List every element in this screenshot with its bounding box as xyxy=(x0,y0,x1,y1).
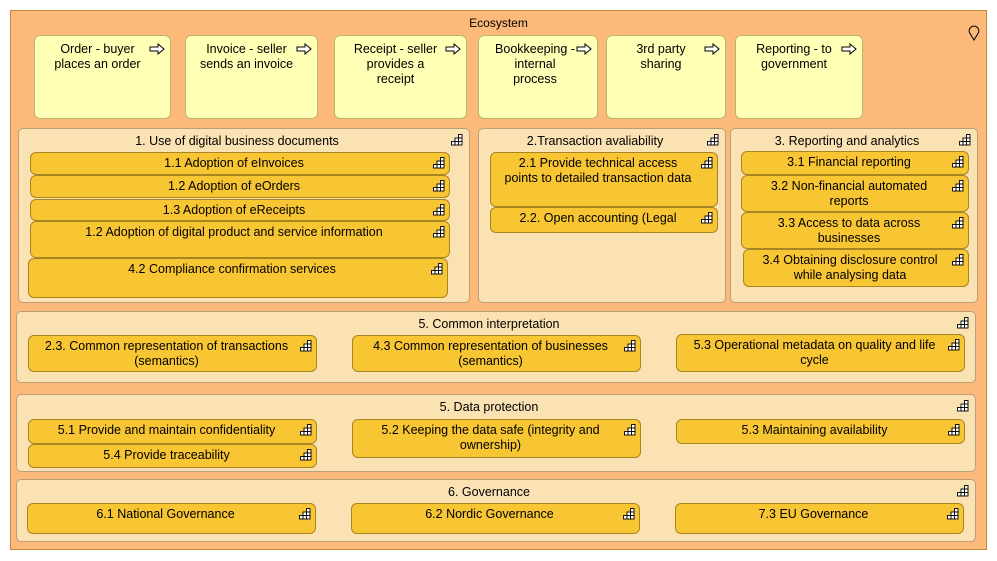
ecosystem-title: Ecosystem xyxy=(469,16,528,30)
group-title: 1. Use of digital business documents xyxy=(135,134,339,148)
process-reporting[interactable]: Reporting - to government xyxy=(735,35,863,119)
function-item[interactable]: 3.4 Obtaining disclosure control while a… xyxy=(743,249,969,287)
function-label: 5.2 Keeping the data safe (integrity and… xyxy=(381,423,600,452)
function-icon xyxy=(299,424,312,436)
group-title: 5. Common interpretation xyxy=(418,317,560,331)
function-label: 2.3. Common representation of transactio… xyxy=(44,339,289,368)
function-item[interactable]: 2.3. Common representation of transactio… xyxy=(28,335,317,372)
function-icon xyxy=(951,156,964,168)
function-icon xyxy=(947,424,960,436)
function-icon xyxy=(956,317,969,329)
function-icon xyxy=(622,508,635,520)
process-label: Order - buyer places an order xyxy=(54,42,141,71)
process-label: Bookkeeping - internal process xyxy=(495,42,575,86)
group-title: 6. Governance xyxy=(448,485,530,499)
function-item[interactable]: 5.4 Provide traceability xyxy=(28,444,317,468)
function-item[interactable]: 4.3 Common representation of businesses … xyxy=(352,335,641,372)
process-arrow-icon xyxy=(445,43,461,55)
function-item[interactable]: 5.3 Maintaining availability xyxy=(676,419,965,444)
function-item[interactable]: 5.3 Operational metadata on quality and … xyxy=(676,334,965,372)
function-label: 7.3 EU Governance xyxy=(758,507,869,521)
process-3rd-party-sharing[interactable]: 3rd party sharing xyxy=(606,35,726,119)
function-label: 5.1 Provide and maintain confidentiality xyxy=(57,423,276,437)
function-item[interactable]: 1.3 Adoption of eReceipts xyxy=(30,199,450,221)
function-item[interactable]: 3.3 Access to data across businesses xyxy=(741,212,969,249)
process-invoice[interactable]: Invoice - seller sends an invoice xyxy=(185,35,318,119)
function-icon xyxy=(432,226,445,238)
function-icon xyxy=(450,134,463,146)
function-label: 5.4 Provide traceability xyxy=(103,448,230,462)
function-label: 4.3 Common representation of businesses … xyxy=(373,339,608,368)
function-label: 6.1 National Governance xyxy=(96,507,235,521)
function-label: 1.3 Adoption of eReceipts xyxy=(162,203,306,217)
function-item[interactable]: 6.1 National Governance xyxy=(27,503,316,534)
function-icon xyxy=(432,180,445,192)
function-icon xyxy=(299,449,312,461)
function-item[interactable]: 7.3 EU Governance xyxy=(675,503,964,534)
process-arrow-icon xyxy=(704,43,720,55)
process-label: Reporting - to government xyxy=(756,42,832,71)
function-icon xyxy=(956,485,969,497)
process-bookkeeping[interactable]: Bookkeeping - internal process xyxy=(478,35,598,119)
function-icon xyxy=(951,180,964,192)
function-icon xyxy=(706,134,719,146)
function-icon xyxy=(946,508,959,520)
function-label: 3.1 Financial reporting xyxy=(787,155,911,169)
function-icon xyxy=(956,400,969,412)
function-item[interactable]: 1.1 Adoption of eInvoices xyxy=(30,152,450,175)
function-label: 1.2 Adoption of eOrders xyxy=(167,179,301,193)
group-title: 3. Reporting and analytics xyxy=(774,134,920,148)
location-pin-icon xyxy=(968,25,980,41)
function-label: 5.3 Maintaining availability xyxy=(741,423,888,437)
function-label: 5.3 Operational metadata on quality and … xyxy=(693,338,936,367)
function-icon xyxy=(700,157,713,169)
function-item[interactable]: 1.2 Adoption of eOrders xyxy=(30,175,450,198)
function-label: 6.2 Nordic Governance xyxy=(425,507,554,521)
function-icon xyxy=(432,157,445,169)
function-icon xyxy=(298,508,311,520)
function-label: 2.1 Provide technical access points to d… xyxy=(504,156,692,185)
function-item[interactable]: 3.2 Non-financial automated reports xyxy=(741,175,969,212)
function-item[interactable]: 1.2 Adoption of digital product and serv… xyxy=(30,221,450,258)
function-icon xyxy=(299,340,312,352)
process-arrow-icon xyxy=(576,43,592,55)
function-icon xyxy=(951,254,964,266)
function-icon xyxy=(623,424,636,436)
function-item[interactable]: 2.2. Open accounting (Legal xyxy=(490,207,718,233)
process-label: 3rd party sharing xyxy=(636,42,686,71)
function-item[interactable]: 5.1 Provide and maintain confidentiality xyxy=(28,419,317,444)
process-order[interactable]: Order - buyer places an order xyxy=(34,35,171,119)
process-arrow-icon xyxy=(149,43,165,55)
process-label: Receipt - seller provides a receipt xyxy=(353,42,438,86)
function-item[interactable]: 2.1 Provide technical access points to d… xyxy=(490,152,718,207)
process-receipt[interactable]: Receipt - seller provides a receipt xyxy=(334,35,467,119)
function-label: 3.3 Access to data across businesses xyxy=(777,216,921,245)
function-label: 3.2 Non-financial automated reports xyxy=(770,179,928,208)
process-label: Invoice - seller sends an invoice xyxy=(199,42,294,71)
function-icon xyxy=(951,217,964,229)
function-label: 2.2. Open accounting (Legal xyxy=(519,211,677,225)
function-label: 4.2 Compliance confirmation services xyxy=(128,262,336,276)
function-item[interactable]: 3.1 Financial reporting xyxy=(741,151,969,175)
function-item[interactable]: 6.2 Nordic Governance xyxy=(351,503,640,534)
function-label: 1.2 Adoption of digital product and serv… xyxy=(85,225,383,239)
function-icon xyxy=(432,204,445,216)
function-item[interactable]: 4.2 Compliance confirmation services xyxy=(28,258,448,298)
process-arrow-icon xyxy=(841,43,857,55)
function-label: 1.1 Adoption of eInvoices xyxy=(164,156,304,170)
function-icon xyxy=(958,134,971,146)
function-item[interactable]: 5.2 Keeping the data safe (integrity and… xyxy=(352,419,641,458)
function-label: 3.4 Obtaining disclosure control while a… xyxy=(762,253,938,282)
function-icon xyxy=(947,339,960,351)
group-title: 2.Transaction avaliability xyxy=(526,134,664,148)
group-title: 5. Data protection xyxy=(439,400,539,414)
process-arrow-icon xyxy=(296,43,312,55)
function-icon xyxy=(700,212,713,224)
function-icon xyxy=(623,340,636,352)
function-icon xyxy=(430,263,443,275)
